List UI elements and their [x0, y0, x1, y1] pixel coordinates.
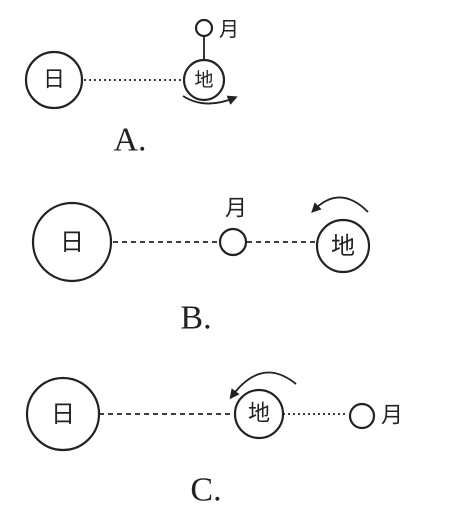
option-c-earth-label: 地 [248, 402, 270, 427]
option-a-sun-label: 日 [43, 68, 65, 93]
option-a: 日 地 月 A. [24, 17, 239, 159]
option-c-label: C. [190, 472, 221, 509]
option-b-earth-label: 地 [331, 232, 355, 260]
option-b-sun-label: 日 [60, 228, 84, 256]
option-c-moon-label: 月 [381, 404, 403, 429]
option-c-rotation-arrow [229, 371, 297, 400]
option-a-earth-label: 地 [194, 69, 213, 91]
option-b: 日 月 地 B. [31, 196, 371, 337]
option-b-sun [31, 201, 113, 283]
option-a-label: A. [113, 122, 146, 159]
option-c-moon [348, 402, 376, 430]
option-b-moon [218, 227, 248, 257]
option-b-earth [315, 218, 371, 274]
option-a-earth [182, 58, 226, 102]
option-b-moon-label: 月 [225, 197, 247, 222]
option-c-sun [25, 376, 101, 452]
option-a-moon-label: 月 [219, 17, 239, 41]
option-c-sun-label: 日 [51, 400, 75, 428]
option-b-rotation-arrow [311, 196, 369, 213]
option-a-rotation-arrow [182, 95, 238, 105]
option-b-label: B. [180, 300, 211, 337]
option-c-earth [233, 388, 285, 440]
option-a-moon [194, 18, 214, 38]
option-c: 日 地 月 C. [25, 371, 403, 509]
option-a-sun [24, 50, 84, 110]
